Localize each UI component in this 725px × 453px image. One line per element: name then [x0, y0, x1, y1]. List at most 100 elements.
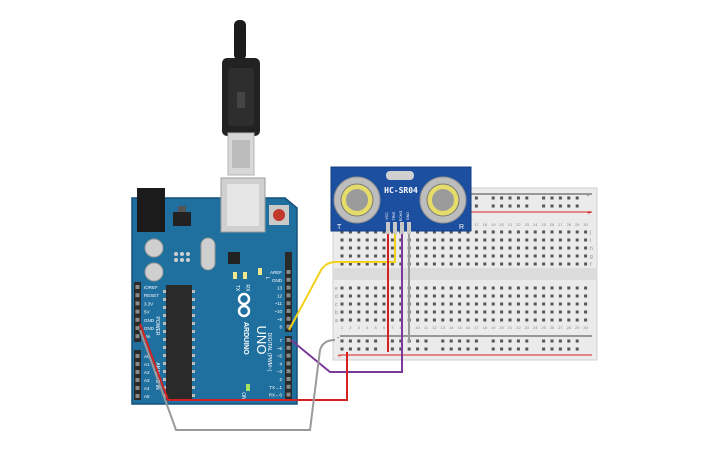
- breadboard-hole[interactable]: [500, 294, 504, 298]
- breadboard-hole[interactable]: [558, 286, 562, 290]
- breadboard-hole[interactable]: [390, 310, 394, 314]
- breadboard-hole[interactable]: [458, 262, 462, 266]
- breadboard-hole[interactable]: [491, 246, 495, 250]
- rail-hole[interactable]: [516, 196, 520, 200]
- breadboard-hole[interactable]: [399, 254, 403, 258]
- breadboard-hole[interactable]: [558, 318, 562, 322]
- breadboard-hole[interactable]: [416, 318, 420, 322]
- breadboard-hole[interactable]: [575, 318, 579, 322]
- breadboard-hole[interactable]: [483, 254, 487, 258]
- breadboard-hole[interactable]: [466, 310, 470, 314]
- breadboard-hole[interactable]: [340, 286, 344, 290]
- rail-hole[interactable]: [458, 339, 462, 343]
- breadboard-hole[interactable]: [474, 286, 478, 290]
- breadboard-hole[interactable]: [466, 254, 470, 258]
- breadboard-hole[interactable]: [374, 246, 378, 250]
- rail-hole[interactable]: [357, 339, 361, 343]
- breadboard-hole[interactable]: [374, 294, 378, 298]
- breadboard-hole[interactable]: [558, 238, 562, 242]
- breadboard-hole[interactable]: [365, 286, 369, 290]
- breadboard-hole[interactable]: [516, 310, 520, 314]
- rail-hole[interactable]: [491, 196, 495, 200]
- breadboard-hole[interactable]: [348, 310, 352, 314]
- rail-hole[interactable]: [365, 339, 369, 343]
- rail-hole[interactable]: [567, 196, 571, 200]
- breadboard-hole[interactable]: [374, 230, 378, 234]
- breadboard-hole[interactable]: [340, 302, 344, 306]
- breadboard-hole[interactable]: [382, 286, 386, 290]
- breadboard-hole[interactable]: [365, 246, 369, 250]
- breadboard-hole[interactable]: [491, 262, 495, 266]
- breadboard-hole[interactable]: [584, 230, 588, 234]
- rail-hole[interactable]: [441, 347, 445, 351]
- breadboard-hole[interactable]: [558, 302, 562, 306]
- breadboard-hole[interactable]: [558, 230, 562, 234]
- header-pin[interactable]: [135, 285, 140, 289]
- breadboard-hole[interactable]: [483, 294, 487, 298]
- breadboard-hole[interactable]: [424, 294, 428, 298]
- breadboard-hole[interactable]: [550, 238, 554, 242]
- breadboard-hole[interactable]: [516, 318, 520, 322]
- breadboard-hole[interactable]: [542, 262, 546, 266]
- breadboard-hole[interactable]: [449, 294, 453, 298]
- breadboard-hole[interactable]: [533, 238, 537, 242]
- breadboard-hole[interactable]: [491, 318, 495, 322]
- breadboard-hole[interactable]: [432, 262, 436, 266]
- wire-purple[interactable]: [290, 234, 403, 373]
- breadboard-hole[interactable]: [365, 262, 369, 266]
- rail-hole[interactable]: [407, 347, 411, 351]
- header-pin[interactable]: [135, 386, 140, 390]
- breadboard-hole[interactable]: [584, 294, 588, 298]
- breadboard-hole[interactable]: [424, 318, 428, 322]
- rail-hole[interactable]: [474, 347, 478, 351]
- breadboard-hole[interactable]: [516, 254, 520, 258]
- rail-hole[interactable]: [348, 339, 352, 343]
- header-pin[interactable]: [135, 378, 140, 382]
- breadboard-hole[interactable]: [357, 302, 361, 306]
- breadboard-hole[interactable]: [348, 230, 352, 234]
- breadboard-hole[interactable]: [365, 254, 369, 258]
- breadboard-hole[interactable]: [542, 254, 546, 258]
- breadboard-hole[interactable]: [508, 302, 512, 306]
- breadboard-hole[interactable]: [365, 230, 369, 234]
- breadboard-hole[interactable]: [348, 318, 352, 322]
- breadboard-hole[interactable]: [575, 286, 579, 290]
- rail-hole[interactable]: [449, 339, 453, 343]
- breadboard-hole[interactable]: [474, 262, 478, 266]
- rail-hole[interactable]: [575, 347, 579, 351]
- header-pin[interactable]: [135, 293, 140, 298]
- sensor-pin[interactable]: [400, 222, 404, 234]
- rail-hole[interactable]: [567, 347, 571, 351]
- arduino-board[interactable]: TX RX L ARDUINO UNO ON DIGITAL (PWM~) PO…: [131, 177, 298, 405]
- rail-hole[interactable]: [516, 347, 520, 351]
- breadboard-hole[interactable]: [466, 246, 470, 250]
- breadboard-hole[interactable]: [474, 294, 478, 298]
- rail-hole[interactable]: [374, 347, 378, 351]
- breadboard-hole[interactable]: [558, 246, 562, 250]
- breadboard-hole[interactable]: [567, 302, 571, 306]
- rail-hole[interactable]: [424, 339, 428, 343]
- rail-hole[interactable]: [491, 204, 495, 208]
- breadboard-hole[interactable]: [474, 310, 478, 314]
- breadboard-hole[interactable]: [441, 238, 445, 242]
- breadboard-hole[interactable]: [374, 262, 378, 266]
- breadboard-hole[interactable]: [500, 238, 504, 242]
- breadboard-hole[interactable]: [567, 238, 571, 242]
- rail-hole[interactable]: [466, 339, 470, 343]
- rail-hole[interactable]: [340, 339, 344, 343]
- breadboard-hole[interactable]: [508, 310, 512, 314]
- breadboard-hole[interactable]: [483, 246, 487, 250]
- breadboard-hole[interactable]: [458, 254, 462, 258]
- reset-button[interactable]: [269, 205, 289, 225]
- breadboard-hole[interactable]: [365, 302, 369, 306]
- breadboard-hole[interactable]: [508, 238, 512, 242]
- breadboard-hole[interactable]: [483, 310, 487, 314]
- breadboard-hole[interactable]: [432, 294, 436, 298]
- breadboard-hole[interactable]: [584, 302, 588, 306]
- sensor-pin[interactable]: [393, 222, 397, 234]
- breadboard-hole[interactable]: [550, 318, 554, 322]
- breadboard-hole[interactable]: [458, 302, 462, 306]
- breadboard-hole[interactable]: [432, 318, 436, 322]
- breadboard-hole[interactable]: [374, 302, 378, 306]
- rail-hole[interactable]: [491, 347, 495, 351]
